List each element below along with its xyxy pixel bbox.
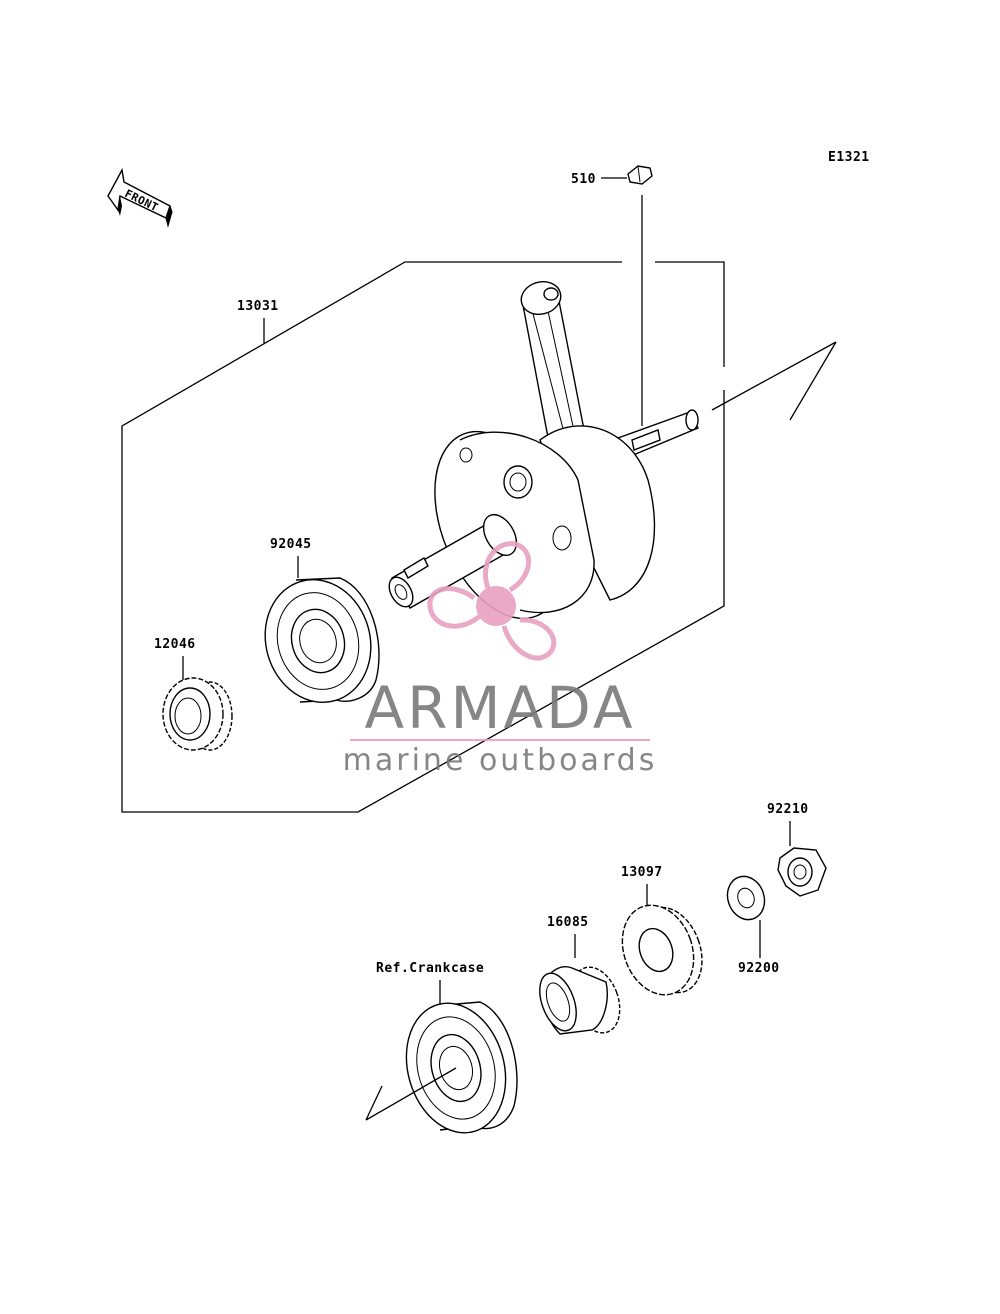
part-label-13031[interactable]: 13031 (237, 299, 279, 314)
part-label-510[interactable]: 510 (571, 172, 596, 187)
watermark-tagline: marine outboards (343, 743, 658, 778)
part-label-92045[interactable]: 92045 (270, 537, 312, 552)
part-92200-washer[interactable] (722, 871, 771, 925)
armada-propeller-logo-icon (427, 541, 557, 661)
part-label-92200[interactable]: 92200 (738, 961, 780, 976)
armada-watermark: ARMADA marine outboards (343, 541, 658, 778)
part-510-woodruff-key[interactable] (627, 165, 653, 185)
part-16085-gear-sleeve[interactable] (533, 961, 629, 1040)
diagram-code: E1321 (828, 150, 870, 165)
part-13031-crankshaft[interactable] (384, 277, 699, 637)
watermark-brand: ARMADA (364, 674, 635, 742)
assembly-outline-13031 (121, 261, 725, 813)
part-label-92210[interactable]: 92210 (767, 802, 809, 817)
crankshaft-axis (711, 341, 837, 421)
part-label-12046[interactable]: 12046 (154, 637, 196, 652)
part-92045-ball-bearing[interactable] (251, 567, 385, 715)
part-label-16085[interactable]: 16085 (547, 915, 589, 930)
bottom-axis (365, 1067, 457, 1121)
part-label-13097[interactable]: 13097 (621, 865, 663, 880)
part-92210-nut[interactable] (777, 847, 827, 897)
front-arrow-icon: FRONT (107, 167, 173, 228)
label-ref-crankcase[interactable]: Ref.Crankcase (376, 961, 484, 976)
part-13097-gear[interactable] (610, 895, 713, 1005)
part-12046-gear[interactable] (162, 677, 233, 751)
